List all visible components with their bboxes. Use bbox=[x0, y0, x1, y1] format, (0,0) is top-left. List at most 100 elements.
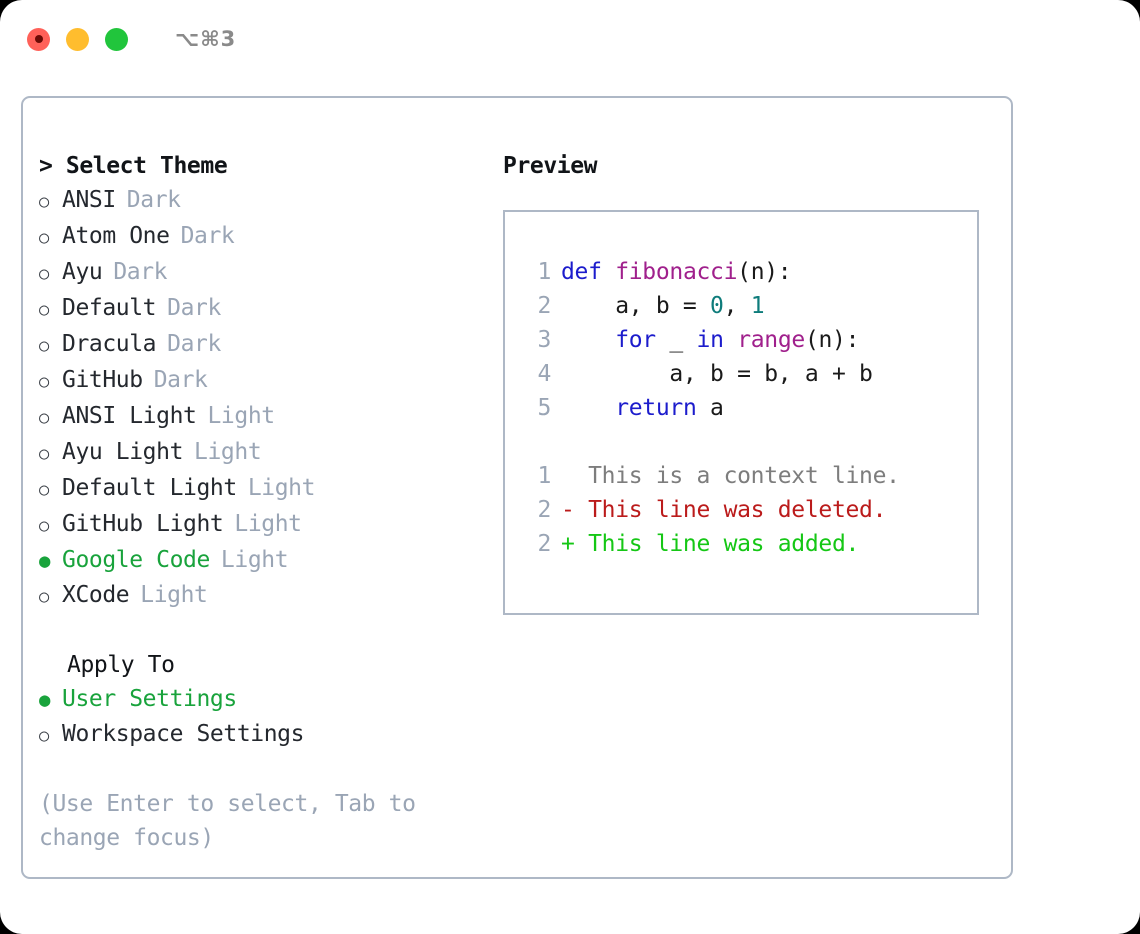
theme-option-ayu[interactable]: ○ Ayu Dark bbox=[39, 255, 501, 291]
code-line-number: 3 bbox=[537, 327, 551, 353]
code-line-number: 4 bbox=[537, 361, 551, 387]
theme-option-label: Ayu bbox=[62, 259, 103, 285]
code-token-plain: a bbox=[696, 395, 724, 421]
diff-line-add: 2 + This line was added. bbox=[523, 527, 977, 561]
theme-option-label: GitHub bbox=[62, 367, 143, 393]
code-token-plain: (n): bbox=[804, 327, 860, 353]
code-token-plain: a, b = bbox=[561, 293, 711, 319]
radio-empty-icon: ○ bbox=[39, 264, 49, 284]
code-line: 1 def fibonacci(n): bbox=[523, 255, 977, 289]
code-line: 3 for _ in range(n): bbox=[523, 323, 977, 357]
apply-to-option-workspace-settings[interactable]: ○ Workspace Settings bbox=[39, 717, 501, 753]
code-token-plain: , bbox=[723, 293, 751, 319]
diff-sample: 1 This is a context line. 2 - This line wa… bbox=[523, 459, 977, 561]
traffic-light-group bbox=[27, 27, 128, 51]
theme-option-variant-badge: Dark bbox=[126, 187, 181, 213]
radio-empty-icon: ○ bbox=[39, 587, 49, 607]
theme-option-variant-badge: Light bbox=[207, 403, 275, 429]
diff-line-content: - This line was deleted. bbox=[561, 497, 887, 523]
radio-empty-icon: ○ bbox=[39, 480, 49, 500]
theme-option-label: Default bbox=[62, 295, 157, 321]
theme-option-default-light[interactable]: ○ Default Light Light bbox=[39, 471, 501, 507]
window-shortcut-label: ⌥⌘3 bbox=[175, 27, 237, 51]
code-line-content: for _ in range(n): bbox=[561, 323, 859, 357]
diff-spacer bbox=[523, 425, 977, 459]
code-token-fn: fibonacci bbox=[615, 259, 738, 285]
diff-line-number: 2 bbox=[537, 497, 551, 523]
theme-option-variant-badge: Dark bbox=[113, 259, 168, 285]
radio-empty-icon: ○ bbox=[39, 516, 49, 536]
radio-empty-icon: ○ bbox=[39, 372, 49, 392]
radio-selected-icon: ● bbox=[39, 689, 51, 711]
code-line-number: 5 bbox=[537, 395, 551, 421]
code-token-plain: _ bbox=[655, 327, 697, 353]
theme-option-dracula[interactable]: ○ Dracula Dark bbox=[39, 327, 501, 363]
code-token-plain bbox=[561, 327, 615, 353]
radio-empty-icon: ○ bbox=[39, 228, 49, 248]
theme-option-variant-badge: Dark bbox=[167, 331, 221, 357]
theme-option-variant-badge: Light bbox=[220, 547, 289, 573]
theme-option-label: Default Light bbox=[62, 475, 237, 501]
window-titlebar: ⌥⌘3 bbox=[0, 0, 1140, 78]
preview-title: Preview bbox=[503, 153, 598, 179]
diff-line-del: 2 - This line was deleted. bbox=[523, 493, 977, 527]
diff-line-number: 1 bbox=[537, 463, 551, 489]
theme-option-label: XCode bbox=[62, 582, 130, 608]
maximize-window-icon[interactable] bbox=[105, 27, 128, 51]
theme-option-variant-badge: Light bbox=[140, 582, 208, 608]
radio-empty-icon: ○ bbox=[39, 444, 49, 464]
code-line-content: def fibonacci(n): bbox=[561, 255, 792, 289]
code-token-plain bbox=[561, 395, 615, 421]
page-title: > Select Theme bbox=[39, 153, 228, 179]
code-line-content: a, b = b, a + b bbox=[561, 357, 873, 391]
code-line-number: 1 bbox=[537, 259, 551, 285]
theme-option-label: GitHub Light bbox=[62, 511, 224, 537]
theme-option-variant-badge: Dark bbox=[180, 223, 235, 249]
code-token-kw: in bbox=[696, 327, 724, 353]
theme-option-label: Dracula bbox=[62, 331, 157, 357]
theme-option-label: ANSI Light bbox=[62, 403, 197, 429]
theme-option-atom-one[interactable]: ○ Atom One Dark bbox=[39, 219, 501, 255]
radio-empty-icon: ○ bbox=[39, 726, 49, 746]
code-token-plain bbox=[724, 327, 738, 353]
radio-selected-icon: ● bbox=[39, 550, 51, 572]
apply-to-title: Apply To bbox=[67, 652, 175, 678]
diff-line-ctx: 1 This is a context line. bbox=[523, 459, 977, 493]
close-window-icon[interactable] bbox=[27, 27, 50, 51]
radio-empty-icon: ○ bbox=[39, 336, 49, 356]
code-token-kw: for bbox=[615, 327, 656, 353]
theme-option-variant-badge: Dark bbox=[167, 295, 221, 321]
code-line: 4 a, b = b, a + b bbox=[523, 357, 977, 391]
apply-to-option-user-settings[interactable]: ● User Settings bbox=[39, 682, 501, 717]
code-token-num: 1 bbox=[750, 293, 765, 319]
theme-option-label: Ayu Light bbox=[62, 439, 184, 465]
radio-empty-icon: ○ bbox=[39, 192, 49, 212]
theme-option-xcode[interactable]: ○ XCode Light bbox=[39, 578, 501, 614]
theme-option-ansi[interactable]: ○ ANSI Dark bbox=[39, 183, 501, 219]
code-line-content: a, b = 0, 1 bbox=[561, 289, 764, 323]
diff-line-content: + This line was added. bbox=[561, 531, 860, 557]
minimize-window-icon[interactable] bbox=[66, 27, 89, 51]
theme-option-variant-badge: Light bbox=[247, 475, 316, 501]
theme-option-label: Atom One bbox=[62, 223, 170, 249]
code-token-kw: def bbox=[561, 259, 616, 285]
apply-to-option-label: User Settings bbox=[62, 686, 237, 712]
theme-option-label: ANSI bbox=[62, 187, 116, 213]
diff-line-number: 2 bbox=[537, 531, 551, 557]
apply-to-option-label: Workspace Settings bbox=[62, 721, 305, 747]
code-token-plain: (n): bbox=[737, 259, 792, 285]
code-line: 5 return a bbox=[523, 391, 977, 425]
